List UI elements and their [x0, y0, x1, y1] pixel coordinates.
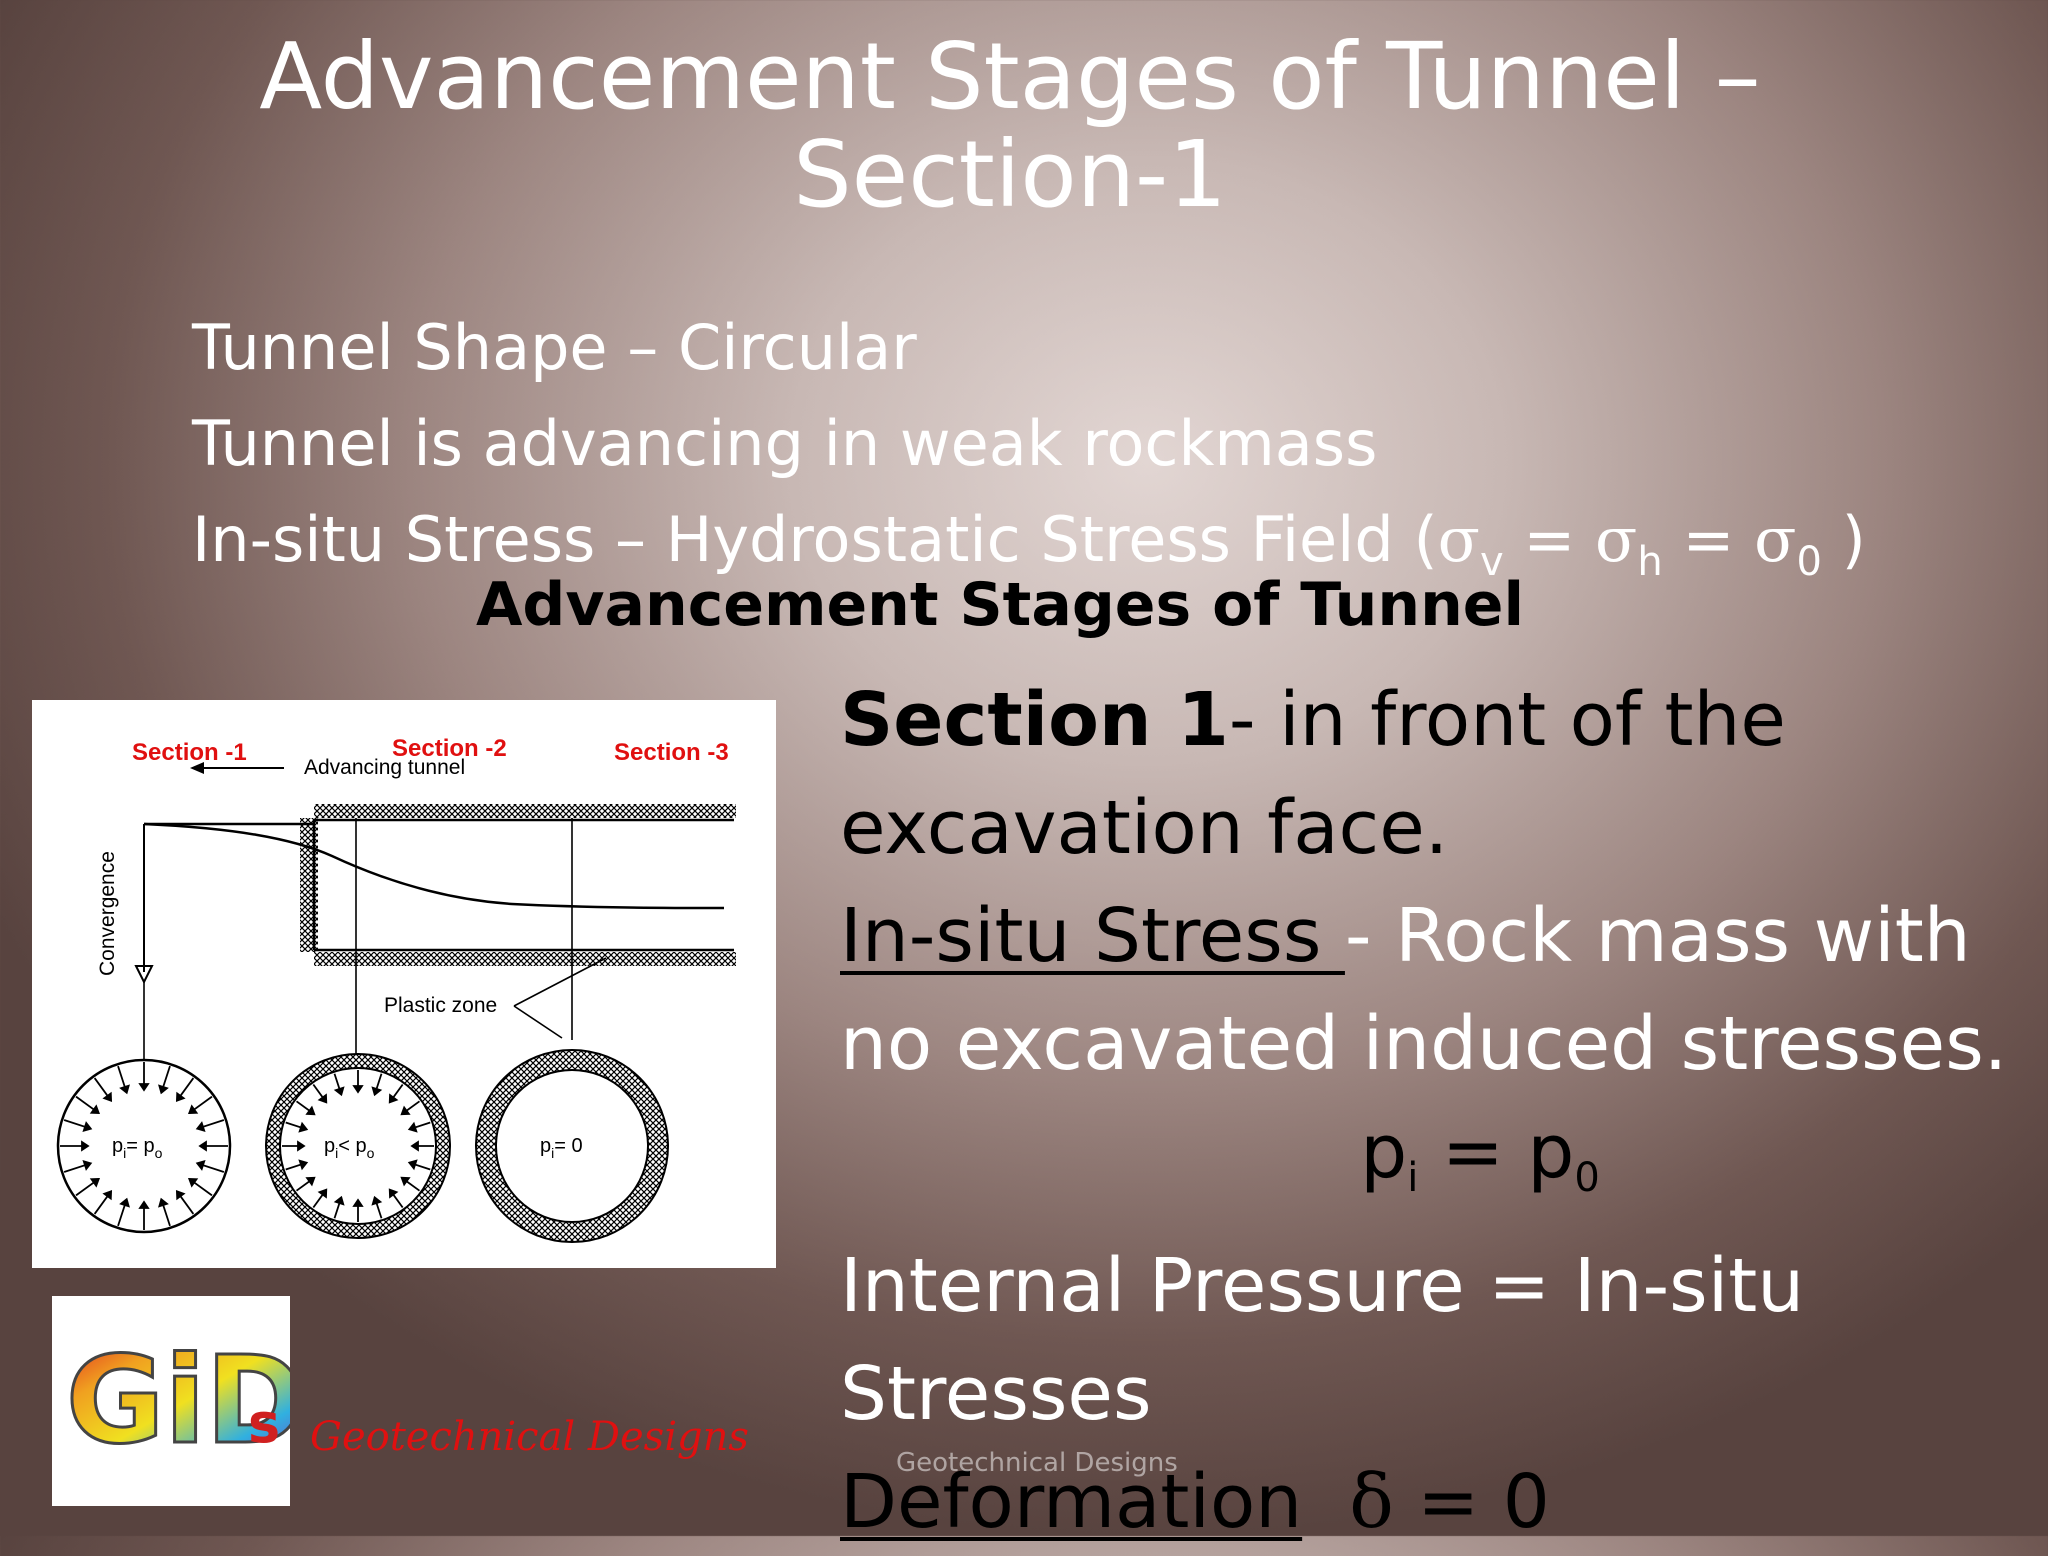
desc-stresses: Stresses	[840, 1351, 1152, 1437]
pressure-arrowhead	[297, 1140, 306, 1152]
circle-2-label: pi< po	[324, 1135, 375, 1161]
pressure-arrowhead	[102, 1189, 113, 1201]
pressure-arrowhead	[175, 1189, 186, 1201]
pressure-arrowhead	[198, 1140, 207, 1152]
pressure-arrowhead	[388, 1093, 399, 1104]
sigma-sub-v: v	[1480, 539, 1504, 585]
intro-list: Tunnel Shape – Circular Tunnel is advanc…	[192, 300, 1866, 610]
pressure-arrowhead	[138, 1200, 150, 1209]
slide-title: Advancement Stages of Tunnel – Section-1	[150, 28, 1870, 224]
intro-tunnel-shape: Tunnel Shape – Circular	[192, 311, 917, 384]
equals-sign: =	[1662, 503, 1755, 576]
desc-insitu-line: In-situ Stress - Rock mass with	[840, 882, 2040, 990]
sigma-sub-h: h	[1637, 539, 1663, 585]
sigma-symbol: σ	[1754, 503, 1797, 576]
svg-text:s: s	[248, 1392, 280, 1455]
pressure-arrowhead	[81, 1140, 90, 1152]
pressure-arrowhead	[187, 1177, 199, 1188]
cross-section-2: pi< po	[265, 1053, 451, 1239]
svg-text:GiD: GiD	[66, 1332, 290, 1471]
cross-section-1: pi= po	[56, 1058, 232, 1234]
pressure-arrowhead	[400, 1176, 411, 1187]
desc-pressure-equation: pi = p0	[1360, 1109, 1600, 1201]
advancing-tunnel-label: Advancing tunnel	[304, 756, 465, 779]
pressure-arrowhead	[400, 1105, 411, 1116]
pressure-arrowhead	[388, 1188, 399, 1199]
desc-section-line: Section 1- in front of the	[840, 666, 2040, 774]
intro-rockmass: Tunnel is advancing in weak rockmass	[192, 407, 1378, 480]
desc-deformation-label: Deformation	[840, 1459, 1303, 1545]
pressure-arrowhead	[298, 1121, 309, 1133]
pressure-arrowhead	[195, 1121, 206, 1132]
desc-excavation-face: excavation face.	[840, 785, 1449, 871]
desc-no-induced-stresses: no excavated induced stresses.	[840, 1001, 2008, 1087]
desc-internal-pressure: Internal Pressure = In-situ	[840, 1243, 1805, 1329]
section-1-label: Section -1	[132, 739, 247, 766]
pressure-arrowhead	[82, 1160, 93, 1171]
slide-title-line-1: Advancement Stages of Tunnel –	[259, 23, 1761, 130]
pressure-arrowhead	[89, 1104, 101, 1115]
equals-sign: =	[1503, 503, 1596, 576]
pressure-arrowhead	[317, 1093, 328, 1104]
section-3-label: Section -3	[614, 739, 729, 766]
cross-section-3: pi= 0	[475, 1049, 669, 1243]
delta-symbol: δ	[1349, 1459, 1394, 1545]
pressure-arrowhead	[352, 1198, 364, 1207]
circle-3-label: pi= 0	[540, 1135, 583, 1161]
pressure-arrowhead	[138, 1083, 150, 1092]
slide-title-line-2: Section-1	[793, 121, 1227, 228]
tunnel-advance-figure: Section -1 Section -2 Section -3 Advanci…	[32, 700, 776, 1268]
convergence-label: Convergence	[96, 851, 119, 976]
desc-insitu-rest: - Rock mass with	[1344, 893, 1971, 979]
closing-paren: )	[1821, 503, 1866, 576]
watermark: Geotechnical Designs	[896, 1448, 1178, 1478]
intro-insitu-stress: In-situ Stress – Hydrostatic Stress Fiel…	[192, 492, 1866, 610]
pressure-arrowhead	[352, 1085, 364, 1094]
desc-insitu-label: In-situ Stress	[840, 893, 1345, 979]
tunnel-diagram: Section -1 Section -2 Section -3 Advanci…	[56, 735, 736, 1243]
desc-section-bold: Section 1	[840, 677, 1229, 763]
pressure-arrowhead	[195, 1160, 206, 1171]
section-1-description: Section 1- in front of the excavation fa…	[840, 666, 2040, 1556]
section-2-label: Section -2	[392, 735, 507, 762]
pressure-arrowhead	[175, 1091, 186, 1103]
pressure-arrowhead	[119, 1197, 130, 1208]
advance-arrow-icon	[190, 762, 284, 774]
gids-logo: GiD s	[52, 1296, 307, 1506]
delta-equals: = 0	[1393, 1459, 1550, 1545]
pressure-arrowhead	[158, 1084, 169, 1095]
pressure-arrowhead	[187, 1104, 199, 1115]
insitu-prefix: In-situ Stress – Hydrostatic Stress Fiel…	[192, 503, 1438, 576]
pressure-arrowhead	[371, 1195, 383, 1206]
subtitle: Advancement Stages of Tunnel	[476, 570, 1525, 640]
pressure-arrowhead	[317, 1188, 328, 1199]
pressure-arrowhead	[305, 1105, 316, 1116]
pressure-arrowhead	[158, 1197, 169, 1208]
desc-section-rest: - in front of the	[1228, 677, 1786, 763]
gids-logo-icon: GiD s	[65, 1331, 307, 1473]
desc-deformation-line: Deformation δ = 0	[840, 1448, 2040, 1556]
circle-1-label: pi= po	[112, 1135, 163, 1161]
pressure-arrowhead	[333, 1195, 345, 1206]
pressure-arrowhead	[102, 1091, 113, 1103]
pressure-arrowhead	[89, 1177, 101, 1188]
pressure-arrowhead	[298, 1159, 309, 1171]
sigma-sub-0: 0	[1796, 539, 1822, 585]
pressure-arrowhead	[119, 1084, 130, 1095]
tunnel-profile	[134, 804, 736, 1088]
plastic-zone-label: Plastic zone	[384, 994, 497, 1017]
sigma-symbol: σ	[1595, 503, 1638, 576]
pressure-arrowhead	[407, 1159, 418, 1171]
pressure-arrowhead	[410, 1140, 419, 1152]
plastic-zone-pointer	[513, 957, 607, 1039]
sigma-symbol: σ	[1437, 503, 1480, 576]
pressure-arrowhead	[305, 1176, 316, 1187]
pressure-arrowhead	[371, 1086, 383, 1097]
logo-text: Geotechnical Designs	[310, 1414, 749, 1460]
pressure-arrowhead	[82, 1121, 93, 1132]
pressure-arrowhead	[333, 1086, 345, 1097]
pressure-arrowhead	[407, 1121, 418, 1133]
